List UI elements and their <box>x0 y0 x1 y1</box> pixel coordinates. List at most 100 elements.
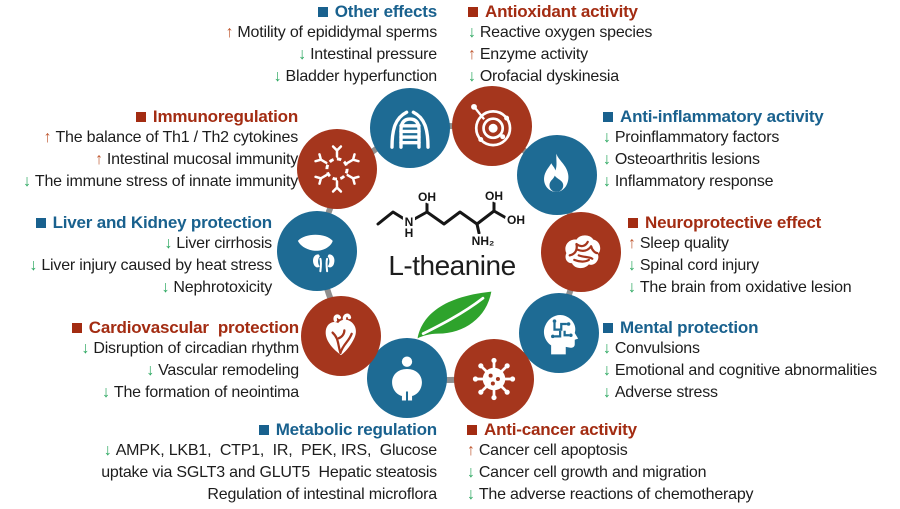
other-effects-circle <box>370 88 450 168</box>
effect-line: ↓The formation of neointima <box>102 384 299 401</box>
effect-line: Regulation of intestinal microflora <box>207 486 437 503</box>
effect-line: ↓Spinal cord injury <box>628 257 759 274</box>
down-arrow-icon: ↓ <box>81 340 90 357</box>
down-arrow-icon: ↓ <box>468 68 476 85</box>
effect-line: ↓Inflammatory response <box>603 173 774 190</box>
up-arrow-icon: ↑ <box>467 442 475 459</box>
section-heading: Liver and Kidney protection <box>30 212 272 233</box>
up-arrow-icon: ↑ <box>43 129 52 146</box>
anti-cancer-circle <box>454 339 534 419</box>
down-arrow-icon: ↓ <box>467 486 475 503</box>
down-arrow-icon: ↓ <box>103 442 112 459</box>
up-arrow-icon: ↑ <box>225 24 234 41</box>
antioxidant-circle <box>452 86 532 166</box>
mental-protection-circle <box>519 293 599 373</box>
effect-line: ↓Convulsions <box>603 340 700 357</box>
torso-icon <box>390 110 430 149</box>
cardiovascular-circle <box>301 296 381 376</box>
atom-icon <box>471 103 512 147</box>
down-arrow-icon: ↓ <box>23 173 31 190</box>
effect-line: ↑Cancer cell apoptosis <box>467 442 628 459</box>
section-liver-kidney-protection: Liver and Kidney protection ↓Liver cirrh… <box>29 212 273 299</box>
metabolic-regulation-circle <box>367 338 447 418</box>
effect-line: ↓The adverse reactions of chemotherapy <box>467 486 754 503</box>
section-title: Mental protection <box>620 318 759 337</box>
down-arrow-icon: ↓ <box>603 129 611 146</box>
liver-kidney-circle <box>277 211 357 291</box>
down-arrow-icon: ↓ <box>603 151 611 168</box>
section-title: Antioxidant activity <box>485 2 638 21</box>
head-circuit-icon <box>543 314 579 355</box>
section-heading: Anti-inflammatory activity <box>603 106 824 127</box>
virus-icon <box>472 357 516 401</box>
down-arrow-icon: ↓ <box>146 362 155 379</box>
liver-kidney-icon <box>297 234 335 273</box>
down-arrow-icon: ↓ <box>603 340 611 357</box>
up-arrow-icon: ↑ <box>95 151 103 168</box>
oh-label: OH <box>507 213 525 227</box>
effect-line: ↑Sleep quality <box>628 235 729 252</box>
l-theanine-structure: OH OH OH N H NH₂ <box>376 190 528 251</box>
up-arrow-icon: ↑ <box>628 235 636 252</box>
effect-line: ↓AMPK, LKB1, CTP1, IR, PEK, IRS, Glucose <box>103 442 437 459</box>
section-title: Metabolic regulation <box>275 420 437 439</box>
section-anti-cancer-activity: Anti-cancer activity ↑Cancer cell apopto… <box>467 419 754 506</box>
effect-line: ↓The brain from oxidative lesion <box>628 279 852 296</box>
down-arrow-icon: ↓ <box>603 384 611 401</box>
section-antioxidant-activity: Antioxidant activity ↓Reactive oxygen sp… <box>468 1 652 88</box>
square-bullet-icon <box>71 323 82 333</box>
section-title: Neuroprotective effect <box>645 213 822 232</box>
anti-inflammatory-circle <box>517 135 597 215</box>
down-arrow-icon: ↓ <box>298 46 307 63</box>
neuroprotective-circle <box>541 212 621 292</box>
up-arrow-icon: ↑ <box>468 46 476 63</box>
down-arrow-icon: ↓ <box>161 279 170 296</box>
section-neuroprotective-effect: Neuroprotective effect ↑Sleep quality ↓S… <box>628 212 852 299</box>
down-arrow-icon: ↓ <box>628 279 636 296</box>
oh-label: OH <box>485 190 503 203</box>
section-heading: Immunoregulation <box>23 106 298 127</box>
immunoregulation-circle <box>297 129 377 209</box>
molecule-name: L-theanine <box>388 250 516 281</box>
square-bullet-icon <box>628 218 638 228</box>
down-arrow-icon: ↓ <box>29 257 38 274</box>
oh-label: OH <box>418 190 436 204</box>
section-mental-protection: Mental protection ↓Convulsions ↓Emotiona… <box>603 317 877 404</box>
effect-line: ↓Orofacial dyskinesia <box>468 68 619 85</box>
effect-line: ↓Reactive oxygen species <box>468 24 653 41</box>
down-arrow-icon: ↓ <box>603 173 611 190</box>
section-title: Immunoregulation <box>152 107 298 126</box>
square-bullet-icon <box>317 7 328 17</box>
effect-line: ↓Vascular remodeling <box>146 362 299 379</box>
obese-body-icon <box>392 356 422 401</box>
effect-line: ↑Enzyme activity <box>468 46 588 63</box>
square-bullet-icon <box>603 112 613 122</box>
square-bullet-icon <box>467 425 477 435</box>
section-heading: Other effects <box>226 1 437 22</box>
section-heading: Cardiovascular protection <box>71 317 299 338</box>
square-bullet-icon <box>468 7 478 17</box>
effect-line: ↓The immune stress of innate immunity <box>23 173 298 190</box>
section-metabolic-regulation: Metabolic regulation ↓AMPK, LKB1, CTP1, … <box>101 419 437 506</box>
effect-line: ↓Bladder hyperfunction <box>273 68 437 85</box>
effect-line: ↓Intestinal pressure <box>298 46 437 63</box>
n-label: N <box>405 215 414 229</box>
effect-line: ↓Nephrotoxicity <box>161 279 273 296</box>
down-arrow-icon: ↓ <box>273 68 282 85</box>
effect-line: ↓Emotional and cognitive abnormalities <box>603 362 877 379</box>
section-title: Liver and Kidney protection <box>52 213 273 232</box>
effect-line: ↓Liver injury caused by heat stress <box>29 257 273 274</box>
down-arrow-icon: ↓ <box>603 362 611 379</box>
section-title: Anti-cancer activity <box>484 420 637 439</box>
down-arrow-icon: ↓ <box>467 464 475 481</box>
section-heading: Antioxidant activity <box>468 1 652 22</box>
h-label: H <box>405 226 414 240</box>
brain-icon <box>565 235 601 269</box>
square-bullet-icon <box>603 323 613 333</box>
effect-line: ↓Osteoarthritis lesions <box>603 151 760 168</box>
leaf-icon <box>417 291 492 339</box>
section-heading: Anti-cancer activity <box>467 419 753 440</box>
flame-icon <box>544 153 569 192</box>
heart-organ-icon <box>325 313 356 356</box>
